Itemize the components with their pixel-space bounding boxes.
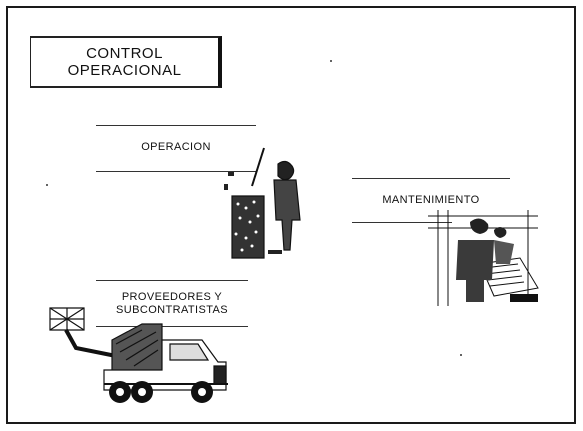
proveedores-bottom-rule: [96, 326, 248, 327]
crane-truck-illustration: [49, 307, 228, 403]
proveedores-top-rule: [96, 280, 248, 281]
speck: [460, 354, 462, 356]
mantenimiento-bottom-rule: [352, 222, 452, 223]
operacion-bottom-rule: [96, 171, 256, 172]
maintenance-workers-illustration: [428, 210, 539, 306]
speck: [330, 60, 332, 62]
proveedores-label-line-1: PROVEEDORES Y: [121, 291, 223, 303]
slide-frame: [6, 6, 576, 424]
proveedores-label-line-2: SUBCONTRATISTAS: [116, 304, 228, 316]
title-box: CONTROL OPERACIONAL: [30, 36, 222, 88]
operacion-top-rule: [96, 125, 256, 126]
title-line-2: OPERACIONAL: [67, 62, 182, 79]
worker-with-tool-illustration: [224, 147, 301, 259]
title-line-1: CONTROL: [86, 45, 163, 62]
speck: [46, 184, 48, 186]
mantenimiento-top-rule: [352, 178, 510, 179]
mantenimiento-label: MANTENIMIENTO: [382, 194, 480, 206]
operacion-label: OPERACION: [141, 141, 211, 153]
proveedores-label: PROVEEDORES Y SUBCONTRATISTAS: [96, 291, 248, 317]
